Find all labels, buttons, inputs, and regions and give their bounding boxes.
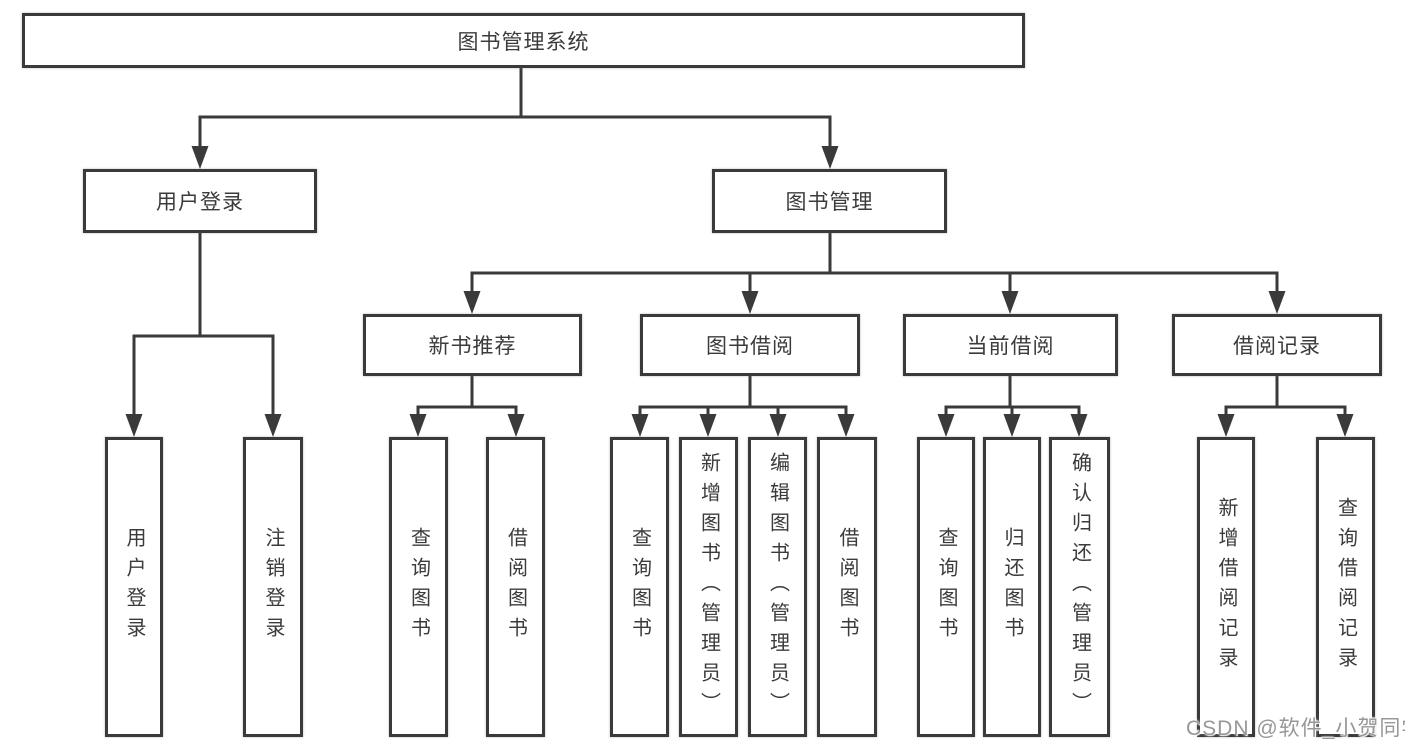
leaf-add-book-admin: 新增图书（管理员） [679,437,738,737]
leaf-logout-label: 注销登录 [262,527,284,647]
node-root: 图书管理系统 [22,13,1025,68]
leaf-edit-book-admin: 编辑图书（管理员） [748,437,807,737]
node-root-label: 图书管理系统 [457,30,590,54]
leaf-query-books-recommend: 查询图书 [389,437,448,737]
node-current-borrow-label: 当前借阅 [966,335,1055,358]
leaf-add-book-admin-label: 新增图书（管理员） [697,452,720,722]
leaf-return-books-label: 归还图书 [1001,527,1023,647]
leaf-edit-book-admin-label: 编辑图书（管理员） [766,452,789,722]
leaf-borrow-books-recommend-label: 借阅图书 [504,527,527,647]
leaf-query-books-current-label: 查询图书 [935,527,957,647]
node-book-borrow: 图书借阅 [640,314,860,376]
leaf-query-books-borrow-label: 查询图书 [628,527,651,647]
node-book-management: 图书管理 [712,169,947,233]
node-user-login-label: 用户登录 [156,191,244,214]
leaf-query-borrow-record-label: 查询借阅记录 [1334,497,1357,677]
watermark: CSDN @软件_小贺同学 [1186,717,1405,740]
leaf-borrow-books: 借阅图书 [817,437,877,737]
leaf-borrow-books-label: 借阅图书 [836,527,858,647]
node-new-book-recommend-label: 新书推荐 [428,335,517,358]
leaf-user-login: 用户登录 [105,437,163,737]
leaf-return-books: 归还图书 [983,437,1041,737]
leaf-logout: 注销登录 [243,437,303,737]
leaf-user-login-label: 用户登录 [123,527,145,647]
node-current-borrow: 当前借阅 [903,314,1118,376]
node-borrow-records-label: 借阅记录 [1233,335,1321,358]
leaf-add-borrow-record-label: 新增借阅记录 [1215,497,1237,677]
leaf-borrow-books-recommend: 借阅图书 [486,437,545,737]
node-new-book-recommend: 新书推荐 [363,314,582,376]
node-book-borrow-label: 图书借阅 [706,335,794,358]
leaf-query-books-current: 查询图书 [917,437,975,737]
leaf-confirm-return-admin: 确认归还（管理员） [1049,437,1110,737]
node-book-management-label: 图书管理 [785,191,874,214]
leaf-query-borrow-record: 查询借阅记录 [1316,437,1375,737]
node-user-login: 用户登录 [83,169,317,233]
node-borrow-records: 借阅记录 [1172,314,1382,376]
leaf-confirm-return-admin-label: 确认归还（管理员） [1068,452,1091,722]
leaf-query-books-borrow: 查询图书 [610,437,669,737]
leaf-add-borrow-record: 新增借阅记录 [1197,437,1255,737]
leaf-query-books-recommend-label: 查询图书 [407,527,430,647]
